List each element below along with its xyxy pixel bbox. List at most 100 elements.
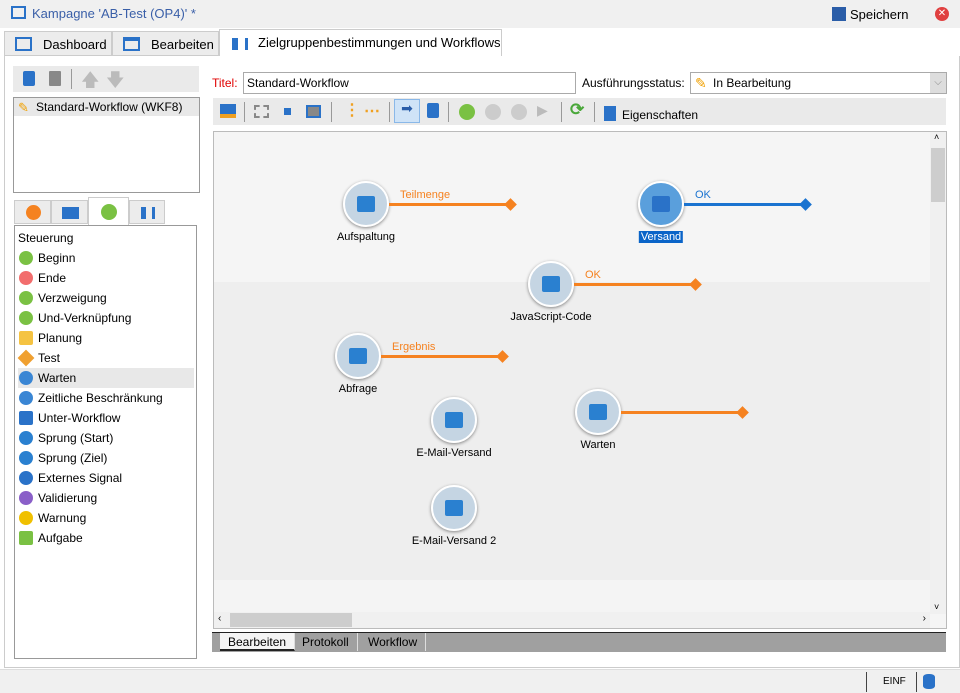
jump-start-icon — [19, 431, 33, 445]
edit-form-icon — [123, 37, 140, 51]
close-icon[interactable]: ✕ — [935, 7, 949, 21]
palette-item-label: Aufgabe — [38, 531, 83, 545]
script-icon — [542, 276, 560, 292]
palette-item[interactable]: Warnung — [18, 508, 194, 528]
activity-label: Aufspaltung — [336, 231, 396, 243]
dashboard-icon — [15, 37, 32, 51]
palette-item[interactable]: Und-Verknüpfung — [18, 308, 194, 328]
palette-item[interactable]: Warten — [18, 368, 194, 388]
workflow-list-toolbar: 🡅 🡇 — [13, 66, 199, 92]
activity-label: Abfrage — [338, 383, 378, 395]
workflow-activity[interactable] — [431, 397, 477, 443]
palette-tab-flow-control[interactable] — [88, 197, 129, 225]
workflow-icon — [141, 207, 155, 219]
play-icon — [19, 251, 33, 265]
tab-label: Bearbeiten — [151, 37, 214, 52]
stop-icon[interactable] — [511, 104, 527, 120]
refresh-icon[interactable]: ⟳ — [570, 100, 585, 119]
tab-bearbeiten[interactable]: Bearbeiten — [112, 31, 219, 56]
zoom-fit-icon[interactable] — [306, 105, 321, 118]
palette-item-label: Validierung — [38, 491, 98, 505]
palette-item[interactable]: Sprung (Ziel) — [18, 448, 194, 468]
move-up-icon[interactable]: 🡅 — [81, 70, 100, 90]
save-button[interactable]: Speichern — [832, 5, 909, 22]
fit-icon[interactable] — [254, 105, 269, 118]
workflow-activity[interactable] — [638, 181, 684, 227]
palette-item-label: Test — [38, 351, 61, 365]
transition-label: OK — [585, 269, 601, 281]
palette-item-label: Unter-Workflow — [38, 411, 121, 425]
palette-item[interactable]: Verzweigung — [18, 288, 194, 308]
workflow-activity[interactable] — [335, 333, 381, 379]
palette-item[interactable]: Externes Signal — [18, 468, 194, 488]
workflow-activity[interactable] — [528, 261, 574, 307]
title-bar: Kampagne 'AB-Test (OP4)' * Speichern ✕ — [0, 0, 960, 28]
palette-item[interactable]: Zeitliche Beschränkung — [18, 388, 194, 408]
palette-item[interactable]: Unter-Workflow — [18, 408, 194, 428]
workflow-list: ✎ Standard-Workflow (WKF8) — [13, 97, 200, 193]
stop-icon — [19, 271, 33, 285]
split-icon — [357, 196, 375, 212]
transition-end-handle[interactable] — [799, 198, 812, 211]
pause-icon[interactable] — [485, 104, 501, 120]
tab-workflows[interactable]: Zielgruppenbestimmungen und Workflows — [219, 29, 502, 57]
start-icon[interactable] — [459, 104, 475, 120]
activity-label: E-Mail-Versand 2 — [411, 535, 497, 547]
workflow-activity[interactable] — [575, 389, 621, 435]
bottom-tab-workflow[interactable]: Workflow — [360, 633, 427, 651]
transition-line[interactable] — [621, 411, 741, 414]
save-icon — [832, 7, 846, 21]
title-input[interactable] — [243, 72, 576, 94]
align-vertical-icon[interactable]: ⋮ — [344, 102, 360, 119]
new-workflow-icon[interactable] — [23, 71, 35, 86]
zoom-reset-icon[interactable] — [284, 108, 291, 115]
horizontal-scrollbar[interactable]: ‹› — [214, 612, 930, 628]
properties-label: Eigenschaften — [622, 108, 699, 122]
palette-item-label: Warnung — [38, 511, 87, 525]
palette-item[interactable]: Planung — [18, 328, 194, 348]
palette-tab-targeting[interactable] — [14, 200, 51, 224]
tab-dashboard[interactable]: Dashboard — [4, 31, 112, 56]
play-icon — [101, 204, 117, 220]
transition-line[interactable] — [574, 283, 694, 286]
transition-line[interactable] — [389, 203, 509, 206]
palette-tab-actions[interactable] — [51, 200, 88, 224]
window-title: Kampagne 'AB-Test (OP4)' * — [32, 6, 196, 21]
workflow-icon — [232, 38, 248, 50]
palette-item[interactable]: Validierung — [18, 488, 194, 508]
fork-icon — [19, 291, 33, 305]
properties-button[interactable]: Eigenschaften — [604, 104, 698, 122]
layout-icon[interactable] — [220, 104, 236, 118]
step-icon[interactable]: ▶ — [537, 102, 548, 118]
bottom-tab-bearbeiten[interactable]: Bearbeiten — [220, 633, 296, 651]
palette-item[interactable]: Test — [17, 348, 194, 368]
activity-label: Warten — [580, 439, 616, 451]
transition-label: OK — [695, 189, 711, 201]
transition-line[interactable] — [684, 203, 804, 206]
activity-palette — [14, 225, 197, 659]
vertical-scrollbar[interactable]: ˄˅ — [930, 132, 946, 614]
palette-item[interactable]: Beginn — [18, 248, 194, 268]
delete-icon[interactable] — [49, 71, 61, 86]
transition-end-handle[interactable] — [504, 198, 517, 211]
transition-mode-icon[interactable]: ➡ — [394, 99, 420, 123]
palette-item[interactable]: Aufgabe — [18, 528, 194, 548]
workflow-activity[interactable] — [431, 485, 477, 531]
transition-line[interactable] — [381, 355, 501, 358]
palette-item-label: Beginn — [38, 251, 76, 265]
palette-item[interactable]: Sprung (Start) — [18, 428, 194, 448]
join-icon — [19, 311, 33, 325]
palette-item[interactable]: Ende — [18, 268, 194, 288]
check-icon — [19, 491, 33, 505]
move-down-icon[interactable]: 🡇 — [106, 70, 125, 90]
palette-tab-tools[interactable] — [129, 200, 165, 224]
workflow-activity[interactable] — [343, 181, 389, 227]
workflow-list-item[interactable]: ✎ Standard-Workflow (WKF8) — [14, 98, 199, 116]
align-horizontal-icon[interactable]: ⋯ — [364, 103, 380, 120]
calendar-icon — [19, 331, 33, 345]
bottom-tab-protokoll[interactable]: Protokoll — [294, 633, 358, 651]
properties-file-icon[interactable] — [427, 103, 439, 118]
status-dropdown[interactable]: ✎ In Bearbeitung ⌵ — [690, 72, 947, 94]
diamond-icon — [17, 349, 35, 367]
